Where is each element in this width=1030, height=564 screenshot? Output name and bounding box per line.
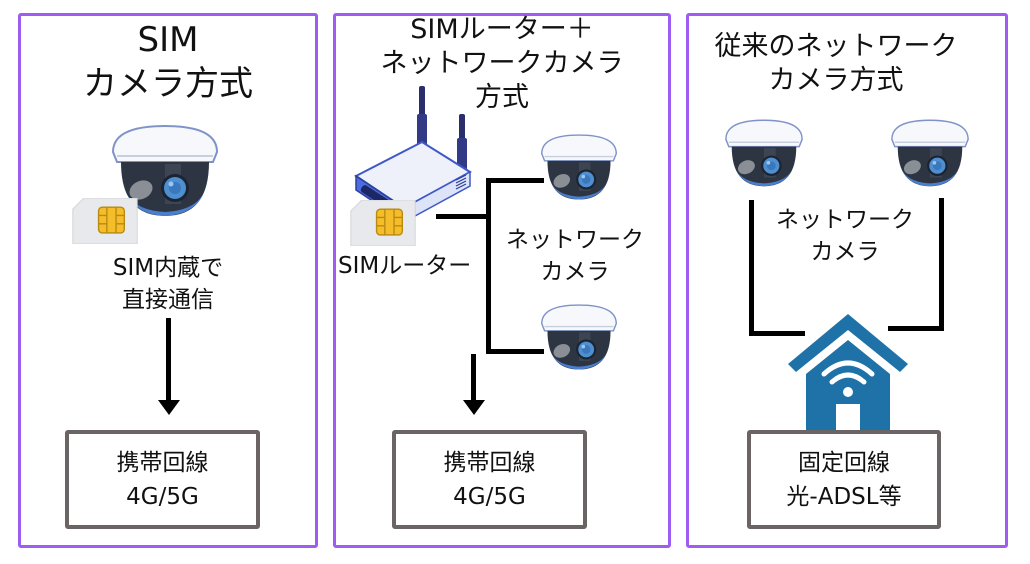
title-line: SIM — [137, 20, 199, 60]
dome-camera-icon — [886, 116, 974, 192]
sim-card-icon — [347, 200, 419, 246]
dome-camera-icon — [536, 302, 622, 374]
arrow-down-icon — [158, 400, 180, 415]
title-line: カメラ方式 — [768, 65, 904, 96]
mobile-line-box: 携帯回線 4G/5G — [392, 430, 587, 529]
camera-line-left-horizontal — [749, 331, 805, 336]
box-line: 光-ADSL等 — [786, 483, 902, 510]
branch-line-bottom — [486, 349, 544, 354]
title-line: ネットワークカメラ — [380, 48, 624, 79]
box-line: 携帯回線 — [116, 449, 209, 476]
panel-title-traditional: 従来のネットワーク カメラ方式 — [686, 30, 986, 98]
box-line: 4G/5G — [126, 483, 199, 510]
camera-line-left — [749, 200, 754, 336]
branch-line-top — [486, 178, 544, 183]
network-camera-label: ネットワーク カメラ — [490, 224, 660, 288]
dome-camera-icon — [536, 132, 622, 204]
network-camera-label: ネットワーク カメラ — [760, 204, 930, 268]
label-line: ネットワーク — [776, 207, 914, 233]
box-line: 携帯回線 — [443, 449, 536, 476]
sim-router-label: SIMルーター — [338, 253, 472, 279]
house-wifi-icon — [788, 314, 908, 432]
router-connection-line — [436, 214, 490, 219]
title-line: 従来のネットワーク — [714, 31, 958, 62]
box-line: 固定回線 — [798, 449, 890, 476]
label-line: カメラ — [540, 259, 610, 285]
mobile-line-box: 携帯回線 4G/5G — [65, 430, 260, 529]
label-line: カメラ — [810, 239, 880, 265]
panel-title-sim-router: SIMルーター＋ ネットワークカメラ 方式 — [333, 13, 671, 115]
caption-line: 直接通信 — [122, 287, 214, 313]
fixed-line-box: 固定回線 光-ADSL等 — [747, 430, 941, 529]
trunk-line — [486, 178, 491, 353]
arrow-line — [471, 354, 476, 402]
caption-direct-communication: SIM内蔵で 直接通信 — [18, 252, 318, 316]
panel-title-sim-camera: SIM カメラ方式 — [18, 18, 318, 106]
title-line: SIMルーター＋ — [410, 14, 594, 45]
router-icon — [354, 86, 472, 224]
caption-line: SIM内蔵で — [112, 255, 224, 281]
title-line: カメラ方式 — [83, 64, 253, 104]
arrow-line — [166, 318, 171, 402]
label-line: ネットワーク — [506, 227, 644, 253]
camera-line-right — [939, 198, 944, 331]
dome-camera-icon — [720, 116, 808, 192]
box-line: 4G/5G — [453, 483, 526, 510]
sim-card-icon — [70, 198, 140, 244]
title-line: 方式 — [475, 82, 529, 113]
camera-line-right-horizontal — [888, 326, 944, 331]
arrow-down-icon — [463, 400, 485, 415]
